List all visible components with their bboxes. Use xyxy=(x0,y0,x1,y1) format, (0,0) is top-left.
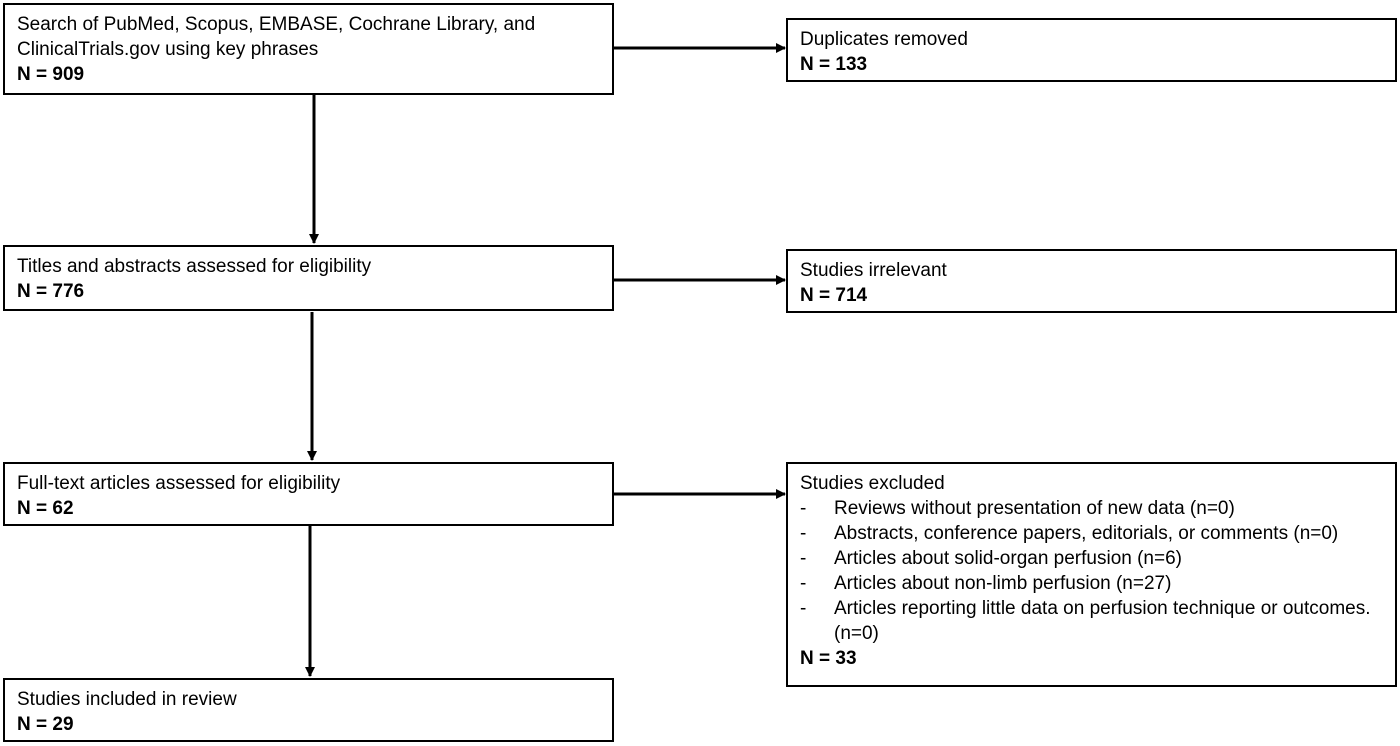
exclusion-reason: - Articles about non-limb perfusion (n=27… xyxy=(800,571,1383,596)
fulltext-box-count: N = 62 xyxy=(17,498,74,519)
exclusion-reason: - Abstracts, conference papers, editorial… xyxy=(800,521,1383,546)
duplicates-box: Duplicates removed N = 133 xyxy=(786,18,1397,82)
irrelevant-box-count: N = 714 xyxy=(800,285,868,306)
search-box-count: N = 909 xyxy=(17,64,85,85)
search-box-text: Search of PubMed, Scopus, EMBASE, Cochra… xyxy=(17,14,536,60)
screening-box: Titles and abstracts assessed for eligib… xyxy=(3,245,614,311)
screening-box-text: Titles and abstracts assessed for eligib… xyxy=(17,256,372,277)
duplicates-box-text: Duplicates removed xyxy=(800,29,968,50)
search-box: Search of PubMed, Scopus, EMBASE, Cochra… xyxy=(3,3,614,95)
duplicates-box-count: N = 133 xyxy=(800,54,868,75)
list-dash: - xyxy=(800,523,807,544)
exclusion-reason-text: Reviews without presentation of new data… xyxy=(834,498,1235,519)
irrelevant-box: Studies irrelevant N = 714 xyxy=(786,249,1397,313)
fulltext-box: Full-text articles assessed for eligibil… xyxy=(3,462,614,526)
exclusion-reason: - Reviews without presentation of new dat… xyxy=(800,496,1383,521)
included-box: Studies included in review N = 29 xyxy=(3,678,614,742)
included-box-text: Studies included in review xyxy=(17,689,237,710)
list-dash: - xyxy=(800,498,807,519)
exclusion-reason-text: Articles about non-limb perfusion (n=27) xyxy=(834,573,1172,594)
irrelevant-box-text: Studies irrelevant xyxy=(800,260,947,281)
exclusion-reasons-list: - Reviews without presentation of new dat… xyxy=(800,496,1383,646)
list-dash: - xyxy=(800,548,807,569)
excluded-box: Studies excluded - Reviews without presen… xyxy=(786,462,1397,687)
excluded-box-text: Studies excluded xyxy=(800,473,945,494)
excluded-box-count: N = 33 xyxy=(800,648,857,669)
exclusion-reason-text: Articles about solid-organ perfusion (n=… xyxy=(834,548,1182,569)
list-dash: - xyxy=(800,598,807,619)
exclusion-reason-text: Abstracts, conference papers, editorials… xyxy=(834,523,1339,544)
exclusion-reason: - Articles reporting little data on perfu… xyxy=(800,596,1383,646)
screening-box-count: N = 776 xyxy=(17,281,85,302)
exclusion-reason-text: Articles reporting little data on perfus… xyxy=(834,598,1371,644)
exclusion-reason: - Articles about solid-organ perfusion (n… xyxy=(800,546,1383,571)
fulltext-box-text: Full-text articles assessed for eligibil… xyxy=(17,473,341,494)
list-dash: - xyxy=(800,573,807,594)
included-box-count: N = 29 xyxy=(17,714,74,735)
